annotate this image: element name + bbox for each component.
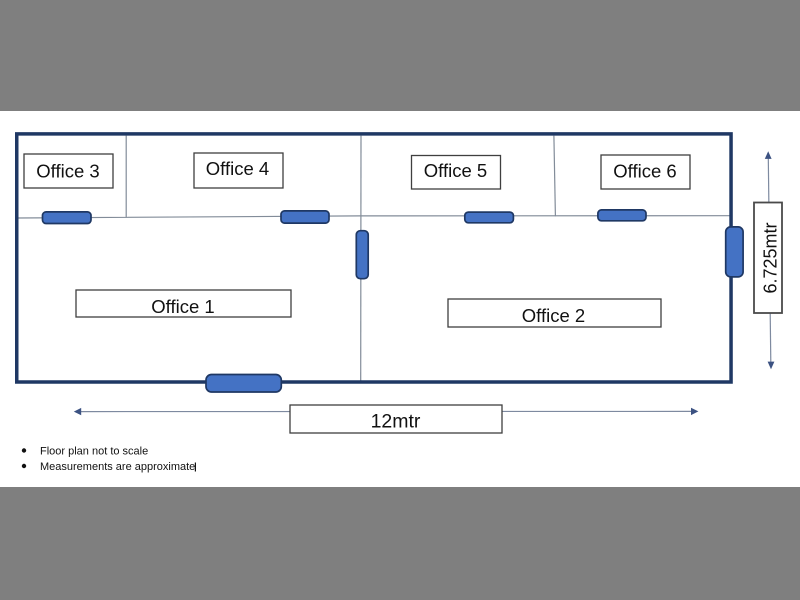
svg-text:Office 4: Office 4 (206, 158, 269, 179)
svg-text:Floor plan not to scale: Floor plan not to scale (40, 445, 148, 457)
svg-text:Office 5: Office 5 (424, 160, 487, 181)
svg-text:Office 6: Office 6 (613, 160, 676, 181)
svg-text:Office 1: Office 1 (151, 296, 214, 317)
svg-text:6.725mtr: 6.725mtr (761, 222, 781, 293)
svg-text:Measurements are approximate: Measurements are approximate (40, 461, 195, 473)
svg-text:Office 3: Office 3 (36, 161, 99, 182)
svg-text:12mtr: 12mtr (371, 411, 421, 433)
svg-text:Office 2: Office 2 (522, 305, 585, 326)
